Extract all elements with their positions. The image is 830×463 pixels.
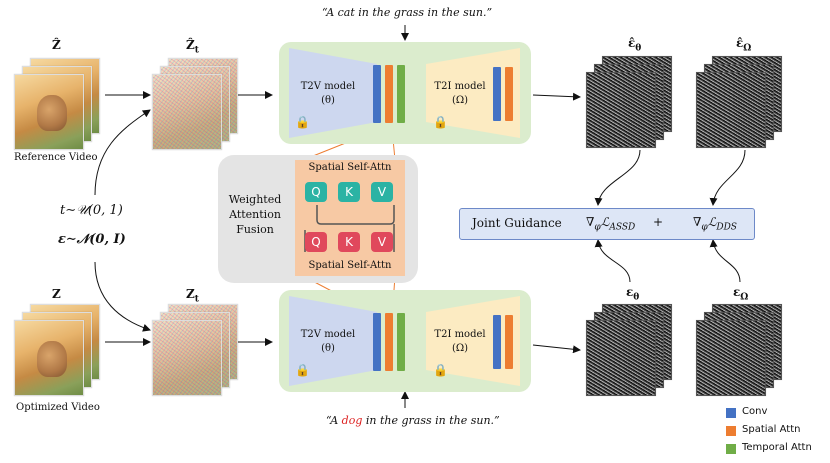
noise-frame — [696, 72, 766, 148]
curve-sampling-to-top — [94, 109, 151, 196]
label-z-hat: Ẑ — [52, 38, 61, 52]
label-epshat-omega: ε̂Ω — [736, 36, 752, 54]
conv-bar-t2i-bottom — [493, 315, 501, 369]
noise-frame — [586, 72, 656, 148]
conv-bar-top — [373, 65, 381, 123]
legend-label-spatial: Spatial Attn — [742, 424, 801, 435]
prompt-bottom: “A dog in the grass in the sun.” — [326, 414, 500, 427]
spatial-attn-bar-bottom — [385, 313, 393, 371]
t2v-trapezoid-bottom — [289, 296, 377, 386]
token-v-top: V — [371, 182, 393, 202]
spatial-attn-bar-t2i-bottom — [505, 315, 513, 369]
spatial-attn-bar-t2i-top — [505, 67, 513, 121]
joint-term-assd: ∇φℒASSD — [586, 215, 636, 233]
spatial-attn-bar-top — [385, 65, 393, 123]
t2v-label-bottom: T2V model(θ) — [300, 329, 356, 354]
legend-label-temporal: Temporal Attn — [742, 442, 812, 453]
curve-eps-theta-to-joint — [594, 239, 631, 283]
label-z-hat-t: Ẑt — [186, 38, 199, 56]
sampling-t: t∼𝒰(0, 1) — [60, 203, 123, 218]
token-k-top: K — [338, 182, 360, 202]
curve-sampling-to-bottom — [94, 261, 151, 332]
sampling-eps: ε∼𝒩(0, I) — [58, 232, 126, 247]
noise-frame — [586, 320, 656, 396]
joint-term-dds: ∇φℒDDS — [693, 215, 737, 233]
attention-box — [295, 160, 405, 276]
t2v-trapezoid-top — [289, 48, 377, 138]
lock-icon: 🔒 — [433, 115, 448, 129]
attn-title-top: Spatial Self-Attn — [308, 162, 392, 173]
lock-icon: 🔒 — [433, 363, 448, 377]
noisy-opt-frame-1 — [152, 320, 222, 396]
t2i-label-bottom: T2I model(Ω) — [434, 329, 486, 354]
label-eps-omega: εΩ — [733, 285, 749, 303]
dog-subject — [37, 341, 67, 377]
legend-swatch-spatial — [726, 426, 736, 436]
legend-label-conv: Conv — [742, 406, 768, 417]
prompt-top: “A cat in the grass in the sun.” — [322, 6, 493, 19]
curve-epshat-theta-to-joint — [594, 149, 641, 206]
label-z: Z — [52, 287, 61, 301]
t2i-label-top: T2I model(Ω) — [434, 81, 486, 106]
opt-frame-1 — [14, 320, 84, 396]
t2v-label-top: T2V model(θ) — [300, 81, 356, 106]
joint-plus: + — [653, 215, 664, 229]
conv-bar-t2i-top — [493, 67, 501, 121]
prompt-bottom-pre: “A — [326, 414, 342, 427]
cat-subject — [37, 95, 67, 131]
lock-icon: 🔒 — [295, 363, 310, 377]
lock-icon: 🔒 — [295, 115, 310, 129]
joint-title: Joint Guidance — [472, 216, 562, 230]
arrow-model-bottom-to-noise — [532, 344, 581, 354]
temporal-attn-bar-bottom — [397, 313, 405, 371]
curve-eps-omega-to-joint — [709, 239, 741, 283]
token-k-bottom: K — [338, 232, 360, 252]
caption-reference-video: Reference Video — [14, 152, 98, 163]
label-eps-theta: εθ — [626, 285, 640, 303]
token-q-bottom: Q — [305, 232, 327, 252]
noise-frame — [696, 320, 766, 396]
joint-guidance-box: Joint Guidance ∇φℒASSD + ∇φℒDDS — [459, 208, 755, 240]
legend-swatch-conv — [726, 408, 736, 418]
ref-frame-1 — [14, 74, 84, 150]
token-v-bottom: V — [371, 232, 393, 252]
attention-flow-lines — [304, 205, 395, 252]
attn-title-bottom: Spatial Self-Attn — [308, 260, 392, 271]
noisy-ref-frame-1 — [152, 74, 222, 150]
curve-epshat-omega-to-joint — [709, 149, 746, 206]
prompt-bottom-highlight: dog — [341, 414, 363, 427]
label-z-t: Zt — [186, 287, 199, 305]
conv-bar-bottom — [373, 313, 381, 371]
temporal-attn-bar-top — [397, 65, 405, 123]
prompt-bottom-post: in the grass in the sun.” — [362, 414, 500, 427]
arrow-model-top-to-noise — [532, 92, 581, 101]
legend-swatch-temporal — [726, 444, 736, 454]
caption-optimized-video: Optimized Video — [16, 402, 100, 413]
token-q-top: Q — [305, 182, 327, 202]
label-epshat-theta: ε̂θ — [628, 36, 642, 54]
